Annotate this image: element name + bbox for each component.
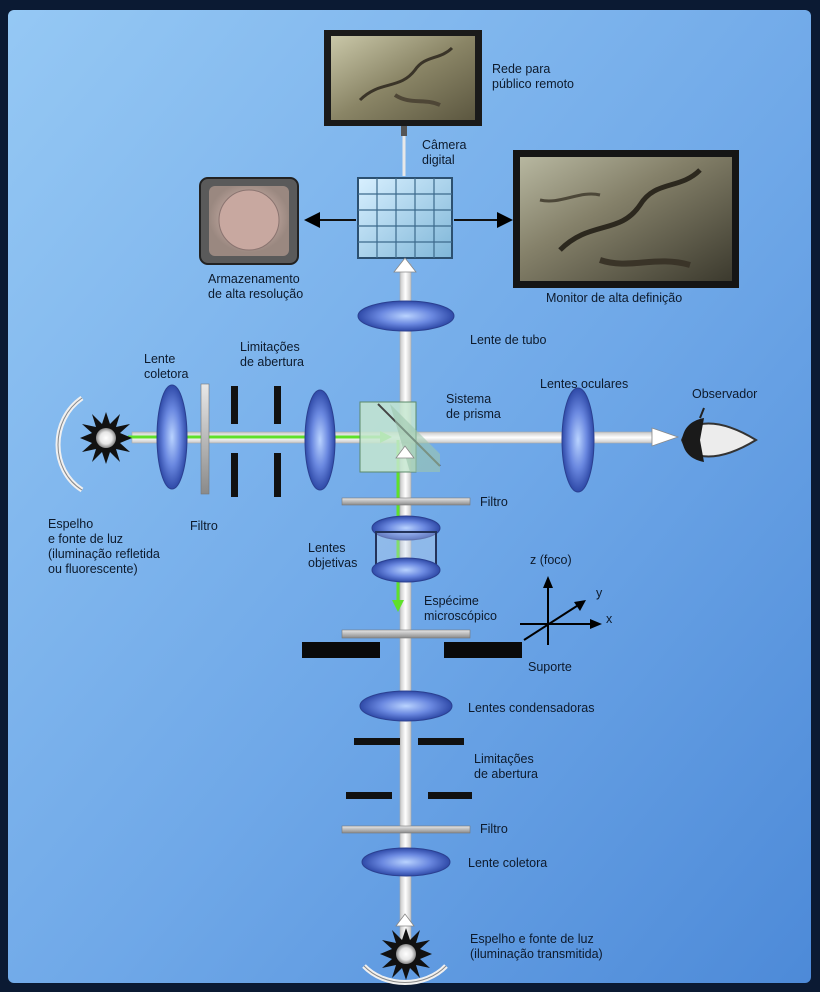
label-tube-lens: Lente de tubo (470, 333, 547, 347)
label-hd-monitor: Monitor de alta definição (546, 291, 683, 305)
beam-arrow-to-eye (651, 427, 680, 447)
label-filter-bottom: Filtro (480, 822, 508, 836)
objective-lenses (371, 515, 441, 583)
aperture-bottom-2b (428, 792, 472, 799)
aperture-top-2a (274, 386, 281, 424)
label-mirror-transmitted: Espelho e fonte de luz(iluminação transm… (470, 932, 603, 961)
prism-system (359, 401, 441, 473)
label-collector-lens-bottom: Lente coletora (468, 856, 548, 870)
network-screen (324, 30, 482, 136)
beam-arrow-up-top (393, 257, 417, 273)
aperture-bottom-1a (354, 738, 400, 745)
filter-left (200, 383, 210, 495)
condenser-lenses (359, 690, 453, 722)
specimen-slide (341, 629, 471, 639)
aperture-bottom-1b (418, 738, 464, 745)
label-eyepieces: Lentes oculares (540, 377, 629, 391)
label-axis-x: x (606, 612, 613, 626)
beam-arrow-up-prism (395, 445, 415, 459)
tube-lens (357, 300, 455, 332)
label-filter-left: Filtro (190, 519, 218, 533)
digital-camera (357, 177, 453, 259)
mirror-light-source-reflected (55, 395, 132, 493)
label-filter-center: Filtro (480, 495, 508, 509)
label-axis-y: y (596, 586, 603, 600)
aperture-top-1a (231, 386, 238, 424)
collector-lens-bottom (361, 847, 451, 877)
beam-arrow-up-bottom (395, 913, 415, 927)
filter-center (341, 497, 471, 506)
aperture-top-2b (274, 453, 281, 497)
focusing-lens-left (304, 389, 336, 491)
eyepiece-lens (561, 387, 595, 493)
storage-device (199, 177, 299, 265)
filter-bottom (341, 825, 471, 834)
aperture-bottom-2a (346, 792, 392, 799)
observer-eye-icon (680, 407, 758, 462)
mirror-light-source-transmitted (362, 928, 448, 985)
label-condenser: Lentes condensadoras (468, 701, 595, 715)
green-arrow-down (392, 600, 404, 612)
label-axis-z: z (foco) (530, 553, 572, 567)
stage-right (444, 642, 522, 658)
aperture-top-1b (231, 453, 238, 497)
label-stage: Suporte (528, 660, 572, 674)
label-observer: Observador (692, 387, 758, 401)
stage-left (302, 642, 380, 658)
collector-lens-top (156, 384, 188, 490)
xyz-axes (520, 576, 602, 645)
hd-monitor (513, 150, 739, 288)
